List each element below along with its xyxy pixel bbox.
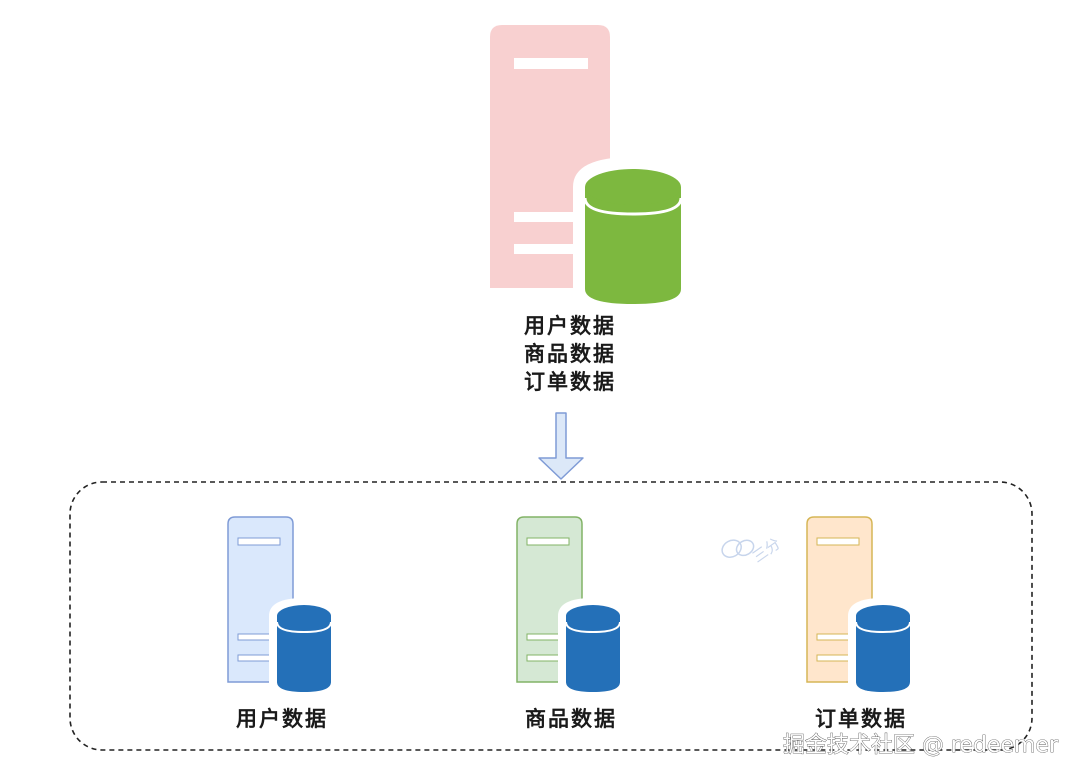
source-server-slot bbox=[514, 212, 576, 222]
source-database-icon bbox=[573, 157, 693, 315]
node-server-slot bbox=[526, 633, 564, 641]
split-arrow-icon bbox=[538, 412, 584, 480]
node-label: 商品数据 bbox=[525, 707, 617, 731]
source-label-products: 商品数据 bbox=[524, 342, 616, 366]
source-label-orders: 订单数据 bbox=[524, 370, 616, 394]
source-server-slot bbox=[514, 58, 588, 69]
source-label-users: 用户数据 bbox=[524, 314, 616, 338]
wechat-icon bbox=[721, 539, 755, 558]
node-label: 订单数据 bbox=[815, 707, 907, 731]
node-server-slot bbox=[816, 633, 854, 641]
source-server: 用户数据 商品数据 订单数据 bbox=[490, 25, 693, 394]
cluster-node-products: 商品数据 bbox=[516, 516, 628, 731]
node-database-icon bbox=[848, 598, 918, 700]
node-server-slot bbox=[816, 537, 860, 546]
source-server-slot bbox=[514, 244, 576, 254]
watermark-small-text: 三分 bbox=[749, 534, 784, 566]
node-server-slot bbox=[237, 633, 275, 641]
cluster-boundary bbox=[69, 481, 1033, 751]
node-server-slot bbox=[526, 654, 564, 662]
watermark-text: 掘金技术社区 @ redeemer bbox=[783, 733, 1059, 758]
node-server-slot bbox=[237, 654, 275, 662]
node-database-icon bbox=[269, 598, 339, 700]
node-database-icon bbox=[558, 598, 628, 700]
node-server-slot bbox=[526, 537, 570, 546]
node-label: 用户数据 bbox=[236, 707, 328, 731]
cluster-node-users: 用户数据 bbox=[227, 516, 339, 731]
node-server-slot bbox=[237, 537, 281, 546]
node-server-slot bbox=[816, 654, 854, 662]
cluster-node-orders: 订单数据 bbox=[806, 516, 918, 731]
